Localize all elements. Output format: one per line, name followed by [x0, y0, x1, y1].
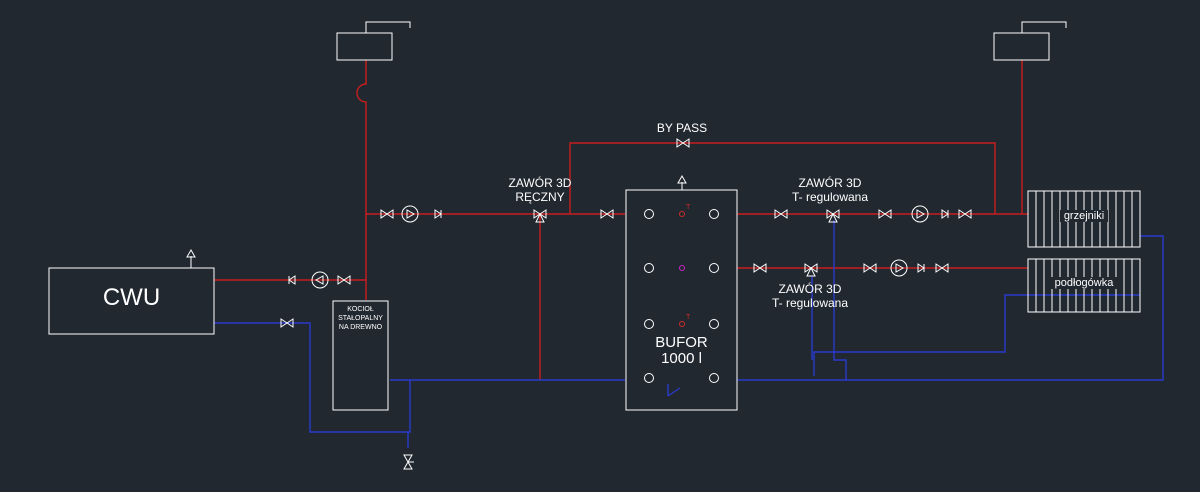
fittings: [280, 138, 972, 470]
radiators-label: grzejniki: [1060, 210, 1108, 222]
bottom-3d-valve-label: ZAWÓR 3D T- regulowana: [750, 282, 870, 310]
buffer-ports: [644, 209, 719, 383]
check-valve-icon: [434, 209, 442, 219]
buffer-tank: [625, 189, 738, 411]
pump-icon: [311, 271, 329, 289]
sensor-icon: [679, 265, 685, 271]
sensor-icon: T: [679, 204, 691, 217]
check-valve-icon: [288, 275, 296, 285]
valve-icon: [958, 209, 972, 219]
manual-valve-label-line1: ZAWÓR 3D: [508, 176, 572, 190]
sensor-mark: T: [686, 314, 691, 321]
valve-icon: [863, 263, 877, 273]
sensors: TT: [679, 204, 691, 327]
port-icon: [709, 209, 719, 219]
valve-icon: [600, 209, 614, 219]
valve-icon: [337, 275, 351, 285]
drain-valve-icon: [403, 454, 414, 470]
floor-heating-label: podłogówka: [1050, 277, 1118, 289]
bottom-3d-valve-label-line1: ZAWÓR 3D: [778, 282, 842, 296]
port-icon: [644, 319, 654, 329]
port-icon: [644, 209, 654, 219]
boiler-label-line2: STAŁOPALNY: [338, 315, 383, 322]
expansion-tank-icon: [993, 21, 1067, 61]
three-way-valve-icon: [533, 209, 547, 223]
bypass-label: BY PASS: [656, 121, 708, 135]
port-icon: [709, 373, 719, 383]
return-pipes: [214, 220, 1164, 448]
port-icon: [709, 263, 719, 273]
buffer-label-line1: BUFOR: [655, 334, 708, 351]
boiler: [332, 300, 389, 411]
pump-icon: [401, 205, 419, 223]
buffer-label: BUFOR 1000 l: [626, 335, 737, 367]
buffer-label-line2: 1000 l: [661, 350, 702, 367]
pump-icon: [890, 259, 908, 277]
vent-arrow-icon: [186, 248, 196, 268]
top-3d-valve-label-line1: ZAWÓR 3D: [798, 176, 862, 190]
sensor-mark: T: [686, 204, 691, 211]
valve-icon: [935, 263, 949, 273]
manual-valve-label-line2: RĘCZNY: [515, 190, 565, 204]
expansion-tank-icon: [336, 21, 411, 61]
boiler-label-line3: NA DREWNO: [338, 324, 383, 331]
cwu-label: CWU: [102, 284, 161, 311]
port-icon: [644, 263, 654, 273]
port-icon: [709, 319, 719, 329]
three-way-valve-icon: [826, 209, 840, 223]
valve-icon: [774, 209, 788, 219]
check-valve-icon: [917, 263, 925, 273]
port-icon: [644, 373, 654, 383]
supply-pipes: [214, 60, 1028, 380]
three-way-valve-icon: [804, 263, 818, 277]
top-3d-valve-label: ZAWÓR 3D T- regulowana: [770, 176, 890, 204]
valve-icon: [676, 138, 690, 148]
cwu-tank: [48, 267, 215, 335]
valve-icon: [753, 263, 767, 273]
boiler-label: KOCIOŁ STAŁOPALNY NA DREWNO: [333, 305, 388, 332]
sensor-icon: T: [679, 314, 691, 327]
valve-icon: [380, 209, 394, 219]
valve-icon: [280, 318, 294, 328]
boiler-label-line1: KOCIOŁ: [347, 306, 374, 313]
top-3d-valve-label-line2: T- regulowana: [791, 190, 869, 204]
valve-icon: [878, 209, 892, 219]
manual-valve-label: ZAWÓR 3D RĘCZNY: [480, 176, 600, 204]
bottom-3d-valve-label-line2: T- regulowana: [771, 296, 849, 310]
check-valve-icon: [941, 209, 949, 219]
pump-icon: [911, 205, 929, 223]
coil-outlet-icon: [667, 387, 681, 397]
vent-arrow-icon: [677, 174, 687, 190]
